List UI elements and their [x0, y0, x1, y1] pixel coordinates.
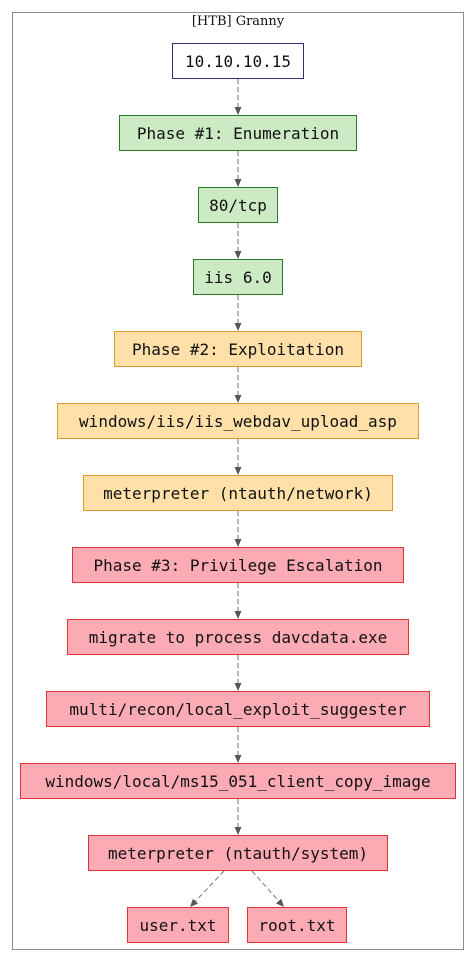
arrowhead-migrate-to-suggester	[234, 683, 242, 691]
node-phase1: Phase #1: Enumeration	[119, 115, 357, 151]
node-phase2: Phase #2: Exploitation	[114, 331, 362, 367]
node-webdav: windows/iis/iis_webdav_upload_asp	[57, 403, 419, 439]
arrowhead-webdav-to-met_network	[234, 467, 242, 475]
arrowhead-met_system-to-root	[276, 898, 284, 907]
node-met-system: meterpreter (ntauth/system)	[88, 835, 388, 871]
node-phase3: Phase #3: Privilege Escalation	[72, 547, 404, 583]
node-port80: 80/tcp	[198, 187, 278, 223]
arrowhead-suggester-to-ms15	[234, 755, 242, 763]
arrowhead-met_network-to-phase3	[234, 539, 242, 547]
node-root: root.txt	[247, 907, 347, 943]
diagram-title: [HTB] Granny	[191, 14, 285, 29]
node-user: user.txt	[127, 907, 229, 943]
arrowhead-phase1-to-port80	[234, 179, 242, 187]
node-met-network: meterpreter (ntauth/network)	[83, 475, 393, 511]
arrowhead-ms15-to-met_system	[234, 827, 242, 835]
node-suggester: multi/recon/local_exploit_suggester	[46, 691, 430, 727]
arrowhead-met_system-to-user	[190, 898, 199, 907]
arrowhead-port80-to-iis	[234, 251, 242, 259]
diagram-frame	[12, 12, 464, 950]
arrowhead-iis-to-phase2	[234, 323, 242, 331]
arrowhead-phase2-to-webdav	[234, 395, 242, 403]
arrowhead-target-to-phase1	[234, 107, 242, 115]
node-target: 10.10.10.15	[172, 43, 304, 79]
edge-met_system-to-user	[195, 870, 225, 902]
node-ms15: windows/local/ms15_051_client_copy_image	[20, 763, 456, 799]
node-iis: iis 6.0	[193, 259, 283, 295]
arrowhead-phase3-to-migrate	[234, 611, 242, 619]
edge-met_system-to-root	[251, 870, 280, 902]
node-migrate: migrate to process davcdata.exe	[67, 619, 409, 655]
